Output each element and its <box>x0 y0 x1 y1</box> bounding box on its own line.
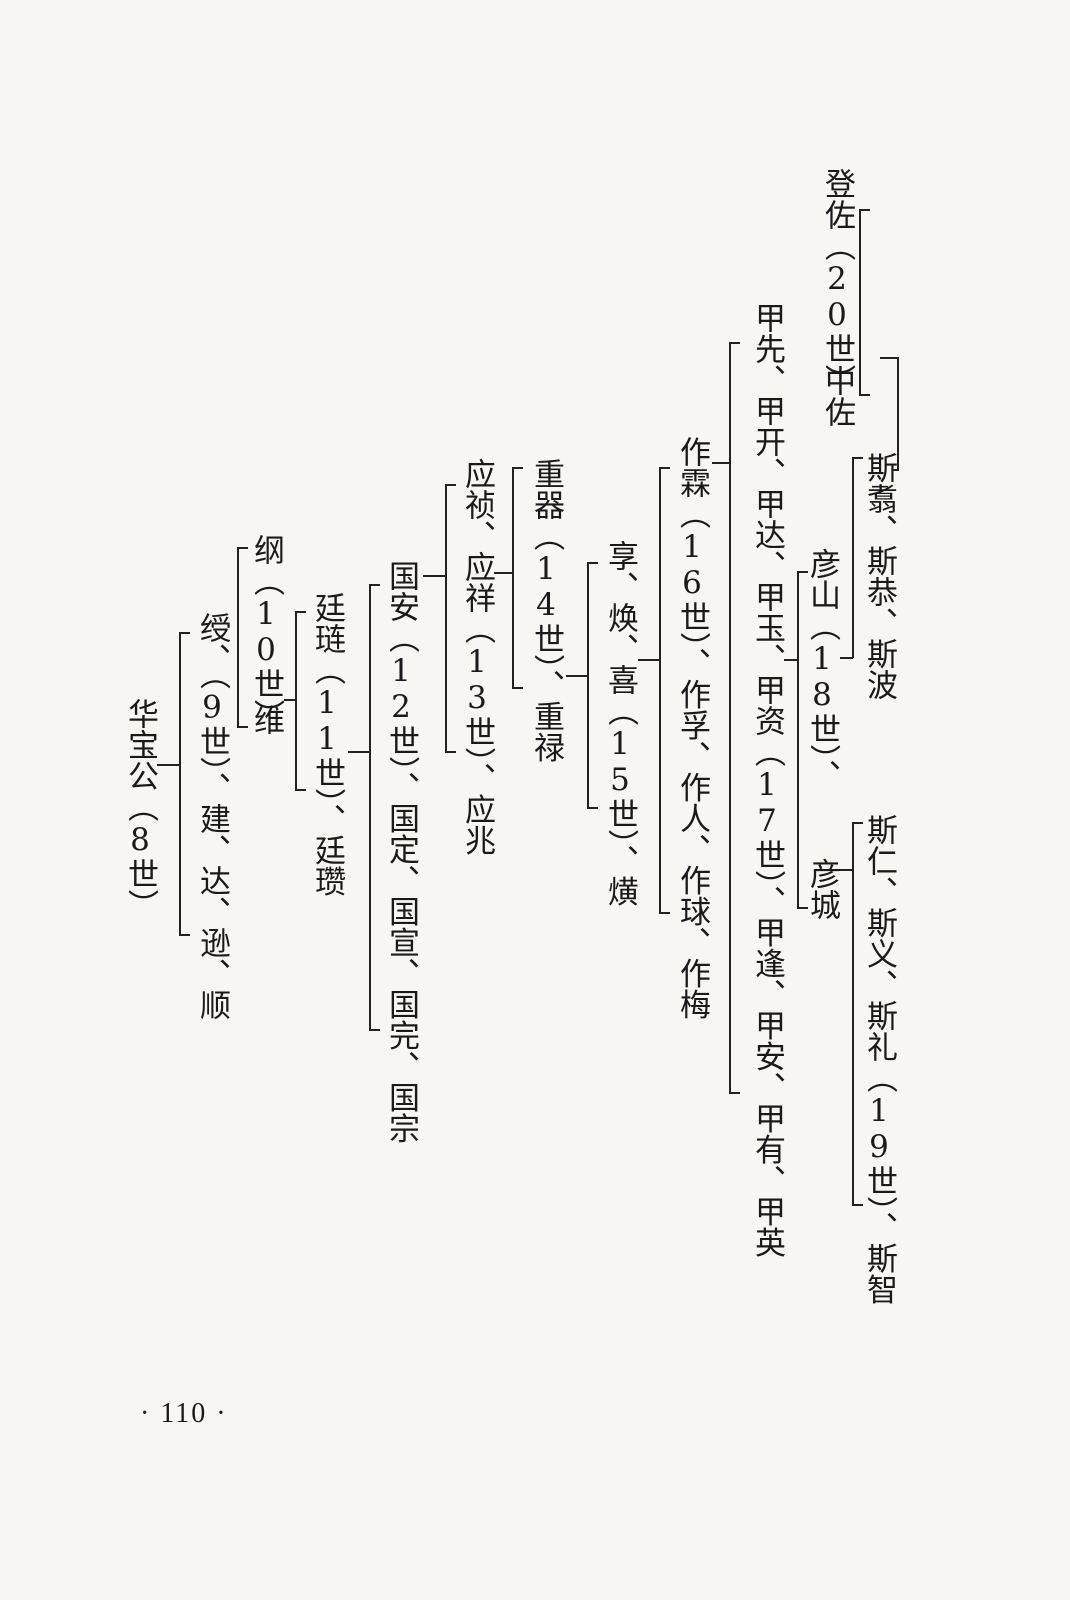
bracket-gen10 <box>237 547 248 728</box>
node-gen18-a: 彦山（18世）、 <box>804 548 840 791</box>
node-gen18-b: 彦城 <box>804 858 840 920</box>
bracket-gen20 <box>859 209 870 396</box>
node-gen10-b: 维 <box>248 704 284 735</box>
node-gen13: 应祯、应祥（13世）、应兆 <box>459 458 495 856</box>
node-gen19-b: 斯仁、斯义、斯礼（19世）、斯智 <box>861 814 897 1305</box>
node-gen17: 甲先、甲开、甲达、甲玉、甲资（17世）、甲逢、甲安、甲有、甲英 <box>749 302 785 1258</box>
node-gen11: 廷琏（11世）、廷瓒 <box>309 592 345 897</box>
node-gen20-a: 登佐（20世） <box>819 168 855 395</box>
bracket-gen17 <box>729 342 740 1094</box>
node-gen20-b: 中佐 <box>819 365 855 427</box>
node-gen15: 享、焕、喜（15世）、熿 <box>602 540 638 907</box>
node-gen10-a: 纲（10世） <box>248 534 284 730</box>
node-gen14: 重器（14世）、重禄 <box>528 458 564 763</box>
bracket-gen9 <box>179 632 190 936</box>
bracket-gen13 <box>445 484 456 753</box>
node-gen19-a: 斯翥、斯恭、斯波 <box>861 452 897 700</box>
bracket-gen14 <box>512 467 523 689</box>
connector-gen19-gen20 <box>880 357 899 471</box>
bracket-gen11 <box>295 611 306 791</box>
node-gen16: 作霖（16世）、作孚、作人、作球、作梅 <box>674 436 710 1020</box>
node-gen12: 国安（12世）、国定、国宣、国完、国宗 <box>383 560 419 1144</box>
bracket-gen18 <box>797 571 808 909</box>
bracket-gen19b <box>852 822 863 1206</box>
bracket-gen12 <box>369 584 380 1031</box>
page-number: · 110 · <box>140 1398 228 1429</box>
node-gen9: 绶、（9世）、建、达、逊、顺 <box>194 612 230 1020</box>
node-root: 华宝公（8世） <box>122 698 158 920</box>
bracket-gen19a <box>852 457 863 658</box>
bracket-gen16 <box>659 467 670 914</box>
bracket-gen15 <box>587 562 598 809</box>
